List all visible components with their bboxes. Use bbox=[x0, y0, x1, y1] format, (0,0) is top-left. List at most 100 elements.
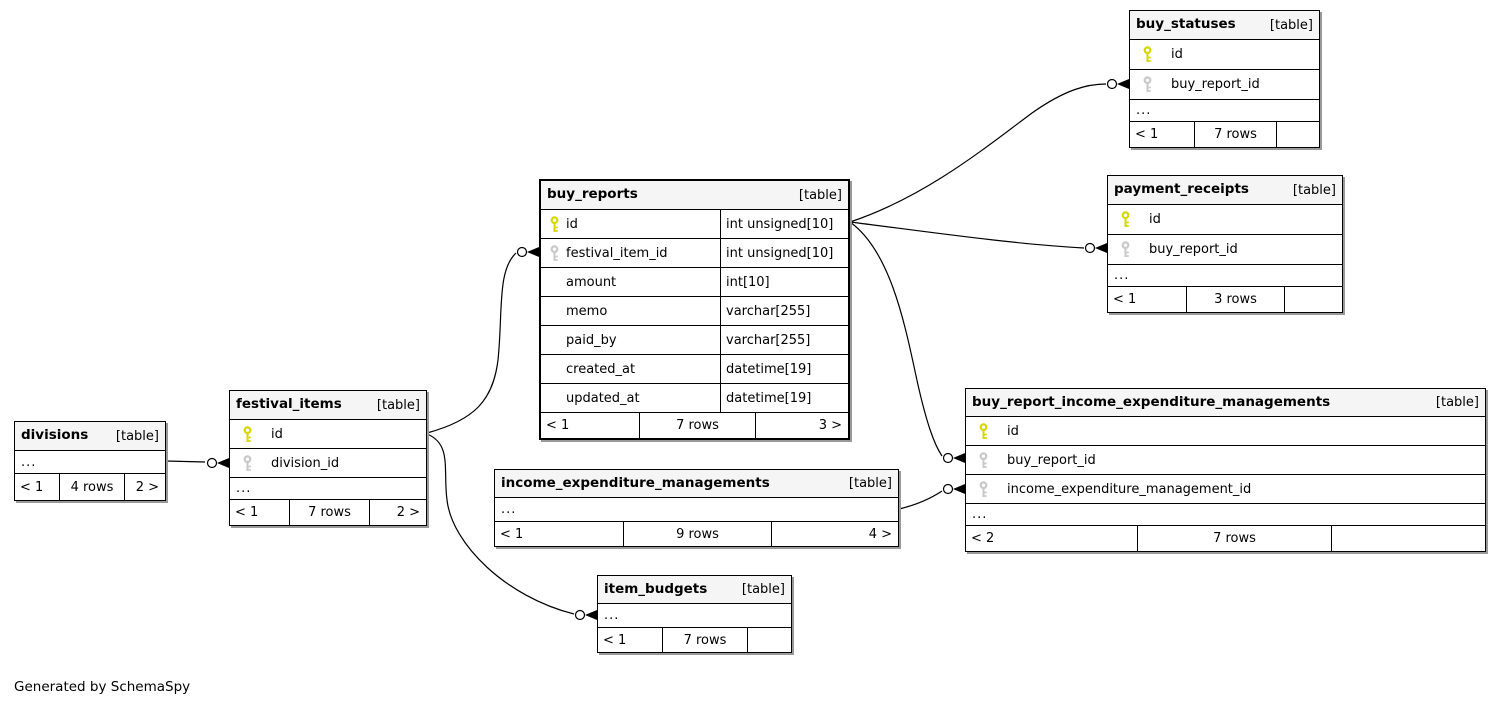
column-row-id: id bbox=[1130, 40, 1319, 70]
table-name-label[interactable]: festival_items bbox=[236, 396, 342, 413]
footer-center-cell: 7 rows bbox=[289, 500, 369, 525]
column-name: amount bbox=[566, 274, 617, 290]
footer-left-cell: < 1 bbox=[20, 479, 44, 495]
zero-or-one-circle-icon bbox=[574, 609, 586, 621]
foreign-key-icon bbox=[1120, 241, 1131, 258]
ellipsis-label: ... bbox=[604, 608, 620, 623]
footer-right-cell bbox=[747, 628, 791, 652]
footer-right-cell: 3 > bbox=[755, 413, 848, 438]
table-tag-label: [table] bbox=[115, 428, 159, 444]
primary-key-icon bbox=[1142, 46, 1153, 63]
column-row-division_id: division_id bbox=[230, 449, 426, 478]
footer-right-cell: 2 > bbox=[369, 500, 426, 525]
table-header: buy_reports [table] bbox=[541, 181, 848, 210]
column-name: id bbox=[271, 426, 283, 442]
key-spacer bbox=[549, 361, 560, 378]
zero-or-one-circle-icon bbox=[942, 483, 954, 495]
table-header: payment_receipts [table] bbox=[1108, 176, 1342, 205]
table-name-label[interactable]: divisions bbox=[21, 427, 89, 444]
table-buy_report_income_expenditure_managements[interactable]: buy_report_income_expenditure_management… bbox=[965, 388, 1486, 552]
foreign-key-icon bbox=[978, 480, 989, 498]
footer-right-cell: 2 > bbox=[124, 474, 165, 500]
table-buy_statuses[interactable]: buy_statuses [table] id buy_report_id... < 1… bbox=[1129, 10, 1320, 148]
table-tag-label: [table] bbox=[741, 582, 785, 597]
column-row-income_expenditure_management_id: income_expenditure_management_id bbox=[966, 475, 1485, 504]
column-name: id bbox=[1171, 47, 1183, 62]
relationship-line bbox=[426, 252, 517, 434]
footer-center-cell: 7 rows bbox=[1194, 122, 1276, 147]
column-name: memo bbox=[566, 303, 608, 319]
table-payment_receipts[interactable]: payment_receipts [table] id buy_report_id..… bbox=[1107, 175, 1343, 313]
table-tag-label: [table] bbox=[376, 397, 420, 413]
crow-foot-arrow-icon bbox=[585, 610, 597, 620]
footer-right-cell bbox=[1276, 122, 1319, 147]
footer-left-cell: < 1 bbox=[1135, 127, 1159, 142]
table-header: income_expenditure_managements[table] bbox=[495, 470, 898, 498]
column-name: income_expenditure_management_id bbox=[1007, 481, 1252, 497]
primary-key-icon bbox=[1120, 211, 1131, 228]
key-spacer bbox=[549, 390, 560, 407]
ellipsis-row: ... bbox=[1108, 265, 1342, 287]
column-row-id: id bbox=[230, 420, 426, 449]
ellipsis-label: ... bbox=[1114, 268, 1130, 283]
footer-right-cell: 4 > bbox=[771, 522, 898, 546]
column-type: int unsigned[10] bbox=[720, 239, 848, 267]
column-name: division_id bbox=[271, 455, 340, 471]
footer-left-cell: < 1 bbox=[546, 418, 570, 433]
crow-foot-arrow-icon bbox=[953, 453, 965, 463]
column-name: id bbox=[1149, 212, 1161, 227]
crow-foot-arrow-icon bbox=[1095, 243, 1107, 253]
table-name-label[interactable]: buy_report_income_expenditure_management… bbox=[972, 393, 1331, 410]
column-name: id bbox=[1007, 423, 1019, 439]
table-tag-label: [table] bbox=[1435, 395, 1479, 410]
table-tag-label: [table] bbox=[1269, 17, 1313, 33]
column-name: buy_report_id bbox=[1171, 77, 1260, 92]
ellipsis-row: ... bbox=[598, 604, 791, 628]
column-type: int unsigned[10] bbox=[720, 210, 848, 238]
column-row-memo: memo varchar[255] bbox=[541, 297, 848, 326]
footer-left-cell: < 1 bbox=[1113, 292, 1137, 307]
table-name-label[interactable]: buy_statuses bbox=[1136, 16, 1236, 33]
table-name-label[interactable]: item_budgets bbox=[604, 580, 708, 597]
foreign-key-icon bbox=[549, 244, 560, 262]
crow-foot-arrow-icon bbox=[1117, 79, 1129, 89]
table-tag-label: [table] bbox=[1292, 182, 1336, 198]
column-name: buy_report_id bbox=[1007, 452, 1096, 468]
column-type: varchar[255] bbox=[720, 297, 848, 325]
zero-or-one-circle-icon bbox=[1084, 242, 1096, 254]
table-name-label[interactable]: payment_receipts bbox=[1114, 181, 1249, 198]
footer-center-cell: 7 rows bbox=[1137, 526, 1331, 551]
key-spacer bbox=[549, 303, 560, 320]
column-name: buy_report_id bbox=[1149, 242, 1238, 257]
footer-center-cell: 4 rows bbox=[59, 474, 124, 500]
column-row-buy_report_id: buy_report_id bbox=[1130, 70, 1319, 100]
ellipsis-row: ... bbox=[495, 498, 898, 522]
crow-foot-arrow-icon bbox=[527, 247, 539, 257]
ellipsis-row: ... bbox=[1130, 100, 1319, 122]
zero-or-one-circle-icon bbox=[942, 452, 954, 464]
table-tag-label: [table] bbox=[798, 187, 842, 203]
table-income_expenditure_managements[interactable]: income_expenditure_managements[table]...… bbox=[494, 469, 899, 547]
table-name-label[interactable]: income_expenditure_managements bbox=[501, 474, 770, 491]
relationship-line bbox=[898, 490, 943, 510]
primary-key-icon bbox=[978, 422, 989, 440]
relationship-line bbox=[165, 460, 206, 463]
ellipsis-label: ... bbox=[501, 502, 517, 517]
table-name-label[interactable]: buy_reports bbox=[547, 186, 638, 203]
footer-right-cell bbox=[1284, 287, 1342, 312]
ellipsis-label: ... bbox=[972, 507, 988, 522]
footer-left-cell: < 1 bbox=[500, 526, 524, 542]
foreign-key-icon bbox=[1142, 76, 1153, 93]
column-type: int[10] bbox=[720, 268, 848, 296]
